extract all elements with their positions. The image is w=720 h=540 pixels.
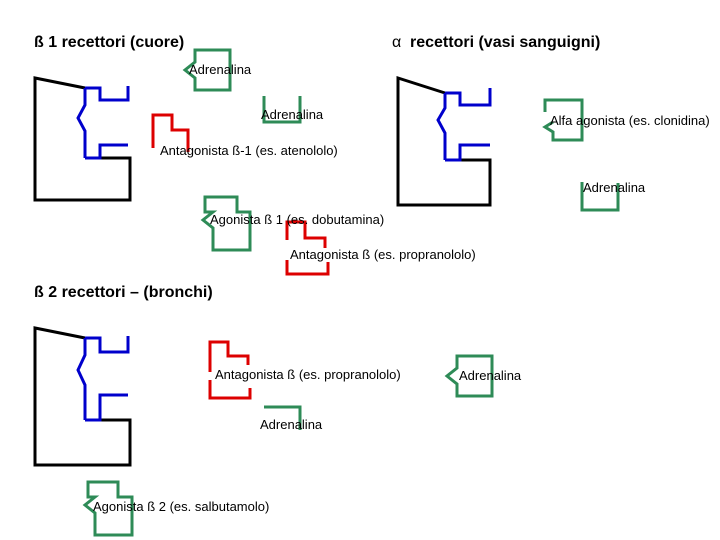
heading-alpha: recettori (vasi sanguigni) [410,34,601,51]
antagonista-b-shape-1 [285,220,330,276]
receptor-alpha-binding-site [436,88,492,162]
alfa-agonista-shape [542,98,584,142]
adrenalina-shape-1 [182,48,232,92]
receptor-beta2 [33,326,132,467]
adrenalina-shape-5 [264,405,302,430]
adrenalina-shape-3 [580,182,620,212]
agonista-b2-shape [82,480,134,537]
label-antagonista-b-1: Antagonista ß (es. propranololo) [290,247,476,262]
antagonista-b1-shape [151,113,190,152]
agonista-b1-shape [200,195,252,252]
label-adrenalina-3: Adrenalina [583,180,646,195]
heading-alpha-symbol: α [392,34,402,51]
adrenalina-shape-2 [262,96,302,124]
label-adrenalina-5: Adrenalina [260,417,323,432]
receptor-beta1-binding-site [76,86,130,160]
label-agonista-b1: Agonista ß 1 (es. dobutamina) [210,212,385,227]
heading-beta1: ß 1 recettori (cuore) [34,34,185,51]
receptor-beta2-outline [33,326,132,467]
receptor-alpha-outline [396,75,492,207]
label-adrenalina-1: Adrenalina [189,62,252,77]
label-agonista-b2: Agonista ß 2 (es. salbutamolo) [93,499,270,514]
label-alfa-agonista: Alfa agonista (es. clonidina) [550,113,710,128]
label-antagonista-b-2: Antagonista ß (es. propranololo) [215,367,401,382]
label-antagonista-b1: Antagonista ß-1 (es. atenololo) [160,143,338,158]
adrenalina-shape-4 [444,354,494,398]
label-adrenalina-4: Adrenalina [459,368,522,383]
receptor-beta1-outline [33,76,132,202]
receptor-beta1 [33,76,132,202]
receptor-beta2-binding-site [76,336,130,422]
antagonista-b-shape-2 [208,340,252,400]
heading-beta2: ß 2 recettori – (bronchi) [34,284,213,301]
receptor-alpha [396,75,492,207]
label-adrenalina-2: Adrenalina [261,107,324,122]
